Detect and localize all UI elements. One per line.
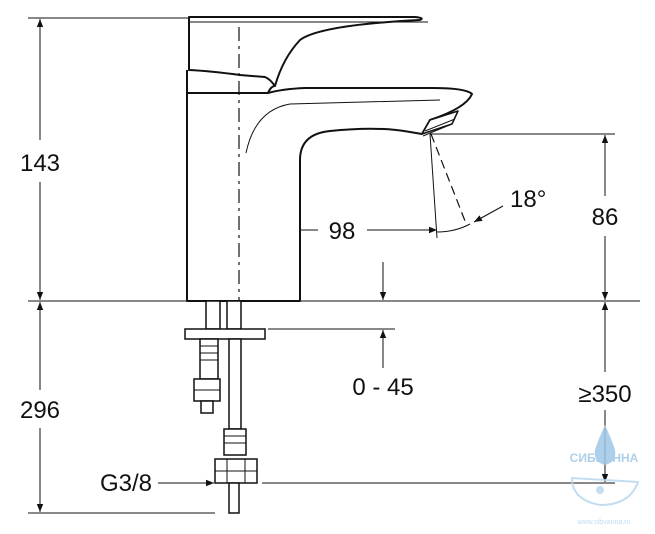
connection-label: G3/8 (100, 470, 152, 497)
dimension-143: 143 (20, 19, 60, 300)
dimension-86: 86 (592, 135, 619, 300)
watermark-brand: СИБВАННА (570, 451, 639, 465)
bathtub-icon (570, 476, 640, 507)
brand-watermark: СИБВАННА www.sibvanna.ru (570, 425, 640, 526)
faucet-handle (188, 16, 423, 87)
dimension-deck-thickness-label: 0 - 45 (352, 374, 413, 401)
watermark-url: www.sibvanna.ru (577, 519, 631, 526)
faucet-spout (186, 87, 473, 302)
flexible-hose (228, 338, 242, 430)
dimension-min-clearance-label: ≥350 (578, 381, 631, 408)
water-drop-icon (594, 425, 616, 465)
spray-angle-label: 18° (510, 186, 546, 213)
dimension-296-label: 296 (20, 397, 60, 424)
faucet-body (186, 16, 473, 302)
dimension-deck-thickness: 0 - 45 (352, 262, 414, 401)
extension-lines (28, 17, 640, 514)
dimension-86-label: 86 (592, 204, 619, 231)
dimension-296: 296 (20, 302, 60, 512)
dimension-spray-angle: 18° (429, 133, 546, 239)
dimension-min-clearance: ≥350 (578, 302, 632, 482)
mounting-plate (184, 328, 266, 340)
dimension-98-label: 98 (329, 218, 356, 245)
connection-callout: G3/8 (100, 470, 214, 497)
dimension-143-label: 143 (20, 150, 60, 177)
mounting-hardware (184, 300, 266, 514)
